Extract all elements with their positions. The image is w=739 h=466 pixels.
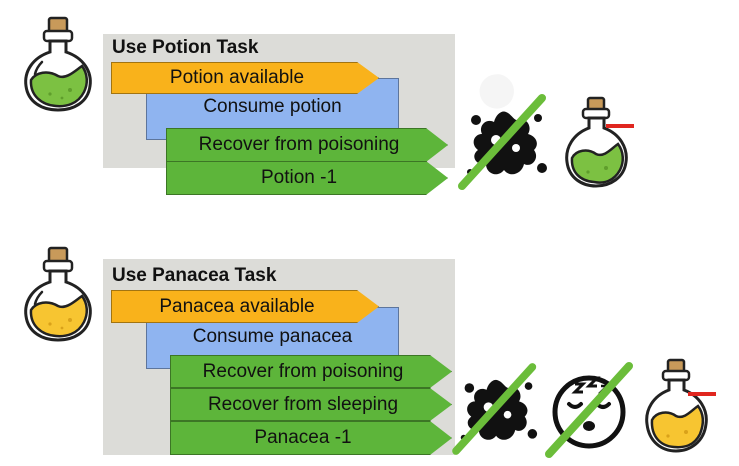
- panacea-effect-step-3: Panacea -1: [170, 421, 452, 455]
- panacea-effect-step-1: Recover from poisoning: [170, 355, 452, 388]
- panacea-condition-step: Panacea available: [111, 290, 379, 323]
- potion-bottle-result-icon: [565, 96, 634, 188]
- panacea-effect-label-1: Recover from poisoning: [202, 360, 404, 382]
- sleep-face-icon: [545, 362, 633, 458]
- potion-condition-label-front: Potion available: [169, 67, 305, 88]
- panacea-task-title: Use Panacea Task: [112, 265, 277, 286]
- potion-effect-label-1: Recover from poisoning: [198, 134, 400, 155]
- panacea-bottle-icon: [24, 246, 92, 342]
- potion-condition-step-front: Potion available: [111, 62, 379, 94]
- poison-splat-icon: [458, 94, 547, 190]
- panacea-effect-step-2: Recover from sleeping: [170, 388, 452, 421]
- panacea-condition-label: Panacea available: [159, 295, 315, 317]
- panacea-effect-label-2: Recover from sleeping: [207, 393, 399, 415]
- panacea-bottle-result-icon: [645, 358, 716, 453]
- panacea-effect-label-3: Panacea -1: [254, 427, 352, 448]
- potion-task-title: Use Potion Task: [112, 37, 259, 58]
- poison-splat-icon: [452, 363, 538, 455]
- potion-effect-label-2: Potion -1: [260, 167, 338, 188]
- potion-action-label: Consume potion: [203, 96, 342, 117]
- panacea-action-label: Consume panacea: [192, 326, 353, 347]
- potion-effect-step-1: Recover from poisoning: [166, 128, 448, 162]
- potion-bottle-icon: [24, 16, 92, 112]
- potion-effect-step-2: Potion -1: [166, 161, 448, 195]
